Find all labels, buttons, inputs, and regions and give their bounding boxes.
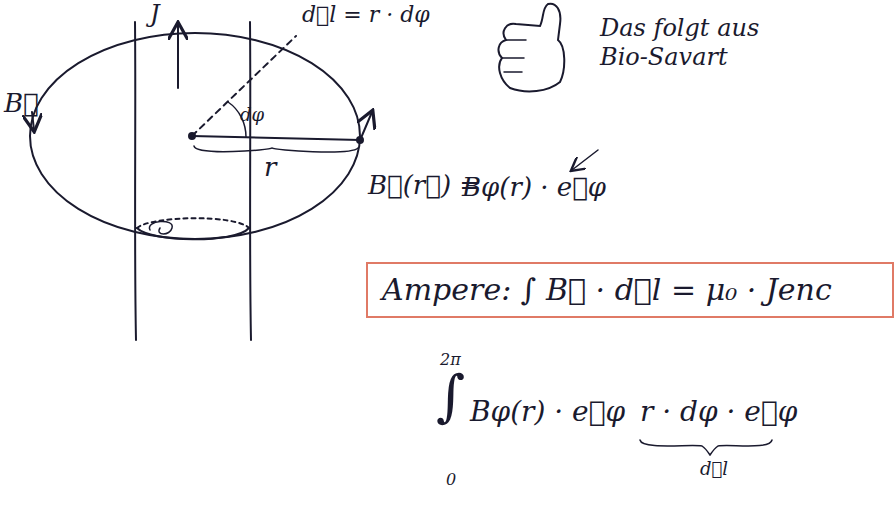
integral-limit: 0 [446, 470, 456, 489]
law-text: Ampere: ∫ B⃗ · d⃗l = μ₀ · Jenc [382, 272, 832, 308]
note: Das folgt aus Bio-Savart [600, 14, 800, 72]
line-element: d⃗l = r · dφ [302, 2, 430, 28]
integral-sign: ∫ [436, 362, 465, 429]
wire-edge [135, 22, 136, 340]
radius-label: r [264, 152, 276, 183]
angle-label: dφ [240, 104, 264, 126]
integrand: r · dφ · e⃗φ [640, 395, 797, 429]
integrand: Bφ(r) · e⃗φ [470, 395, 625, 429]
field-symbol: B⃗ [4, 88, 39, 119]
brace-label: d⃗l [700, 458, 728, 480]
law-box: Ampere: ∫ B⃗ · d⃗l = μ₀ · Jenc [366, 262, 894, 318]
field-equation: Bφ(r) · e⃗φ [462, 172, 606, 203]
wire-edge [250, 22, 251, 340]
current-symbol: J [150, 0, 160, 29]
